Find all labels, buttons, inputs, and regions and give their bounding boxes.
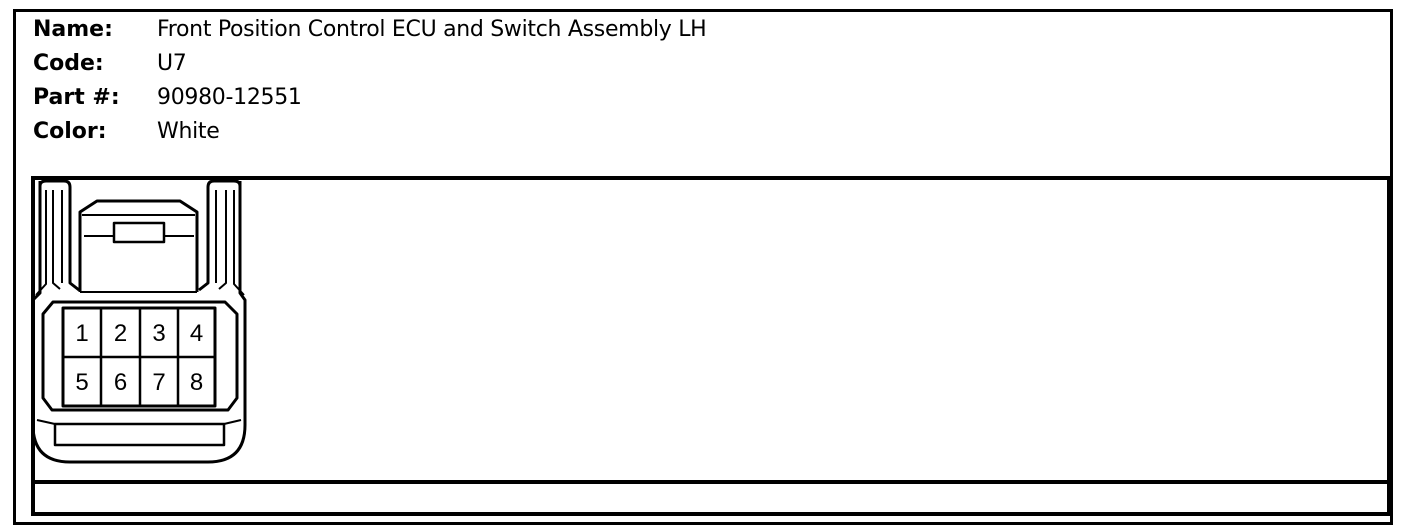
color-label: Color:	[33, 119, 107, 144]
color-value: White	[157, 119, 220, 144]
pin-label: 3	[152, 320, 165, 347]
pin-label: 8	[190, 369, 203, 396]
pin-label: 5	[75, 369, 88, 396]
right-latch-arm	[198, 179, 242, 292]
pin-label: 2	[114, 320, 127, 347]
connector-info-panel	[13, 9, 1393, 525]
part-number-label: Part #:	[33, 85, 120, 110]
code-label: Code:	[33, 51, 104, 76]
pin-label: 7	[152, 369, 165, 396]
name-label: Name:	[33, 17, 113, 42]
pin-label: 1	[75, 320, 88, 347]
name-value: Front Position Control ECU and Switch As…	[157, 17, 707, 42]
pin-label: 6	[114, 369, 127, 396]
code-value: U7	[157, 51, 187, 76]
connector-housing-outline	[31, 181, 247, 464]
left-latch-arm	[38, 179, 80, 292]
bottom-strip	[31, 480, 1391, 516]
inner-cavity	[41, 300, 239, 412]
part-number-value: 90980-12551	[157, 85, 302, 110]
top-key	[78, 199, 199, 292]
pin-label: 4	[190, 320, 203, 347]
bottom-ledge	[53, 422, 226, 447]
